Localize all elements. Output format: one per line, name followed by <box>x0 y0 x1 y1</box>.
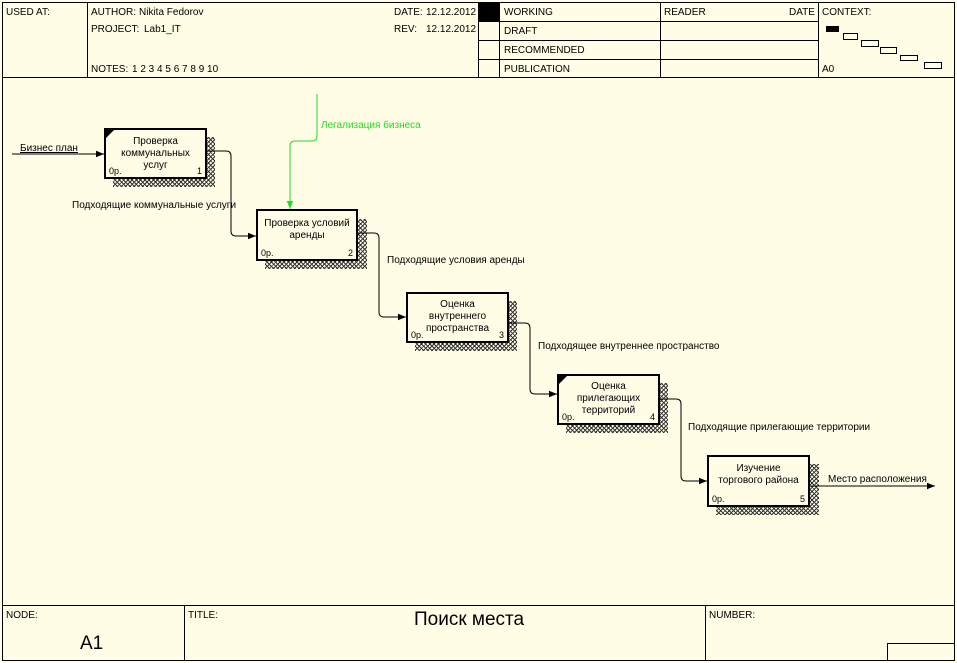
activity-3-cost: 0р. <box>411 330 424 340</box>
activity-4-number: 4 <box>649 412 655 422</box>
context-thumb-box-5 <box>900 55 918 61</box>
context-label: CONTEXT: <box>822 7 872 18</box>
activity-1-corner-mark <box>106 130 114 138</box>
context-thumbnail <box>822 22 952 70</box>
activity-box-4[interactable]: Оценка прилегающих территорий 0р. 4 <box>557 374 660 425</box>
footer-divider-number <box>705 605 706 661</box>
context-thumb-box-3 <box>861 40 879 47</box>
activity-1-cost: 0р. <box>109 166 122 176</box>
activity-4-label: Оценка прилегающих территорий <box>576 381 641 416</box>
activity-5-cost: 0р. <box>712 494 725 504</box>
activity-2-label: Проверка условий аренды <box>264 218 350 241</box>
activity-box-3[interactable]: Оценка внутреннего пространства 0р. 3 <box>406 292 509 343</box>
context-node-label: A0 <box>822 64 835 75</box>
activity-box-2[interactable]: Проверка условий аренды 0р. 2 <box>256 209 358 261</box>
activity-5-label: Изучение торгового района <box>718 463 799 486</box>
control-arrow-label: Легализация бизнеса <box>321 120 421 131</box>
flow-arrow-1-2[interactable] <box>207 150 256 240</box>
project-label: PROJECT: <box>91 24 140 35</box>
context-thumb-box-1 <box>826 26 839 32</box>
used-at-label: USED AT: <box>6 7 50 18</box>
author-label: AUTHOR: <box>91 7 136 18</box>
status-recommended: RECOMMENDED <box>504 45 585 56</box>
activity-5-number: 5 <box>799 494 805 504</box>
notes-label: NOTES: <box>91 64 129 75</box>
flow-arrow-2-3[interactable] <box>358 232 406 321</box>
flow-3-label: Подходящее внутреннее пространство <box>538 341 720 352</box>
header-divider-used-at <box>87 2 88 78</box>
status-row-line-3 <box>478 59 819 60</box>
control-arrow-legalization[interactable] <box>286 94 318 209</box>
number-label: NUMBER: <box>709 610 756 621</box>
diagram-area <box>2 78 955 605</box>
flow-4-label: Подходящие прилегающие территории <box>688 422 871 433</box>
status-row-line-2 <box>478 40 819 41</box>
flow-arrow-4-5[interactable] <box>660 398 707 485</box>
date-label: DATE: <box>394 7 423 18</box>
rev-label: REV: <box>394 24 417 35</box>
reader-date-label: DATE <box>789 7 815 18</box>
status-publication: PUBLICATION <box>504 64 570 75</box>
activity-3-number: 3 <box>498 330 504 340</box>
activity-4-corner-mark <box>559 376 567 384</box>
status-draft: DRAFT <box>504 26 538 37</box>
working-status-marker <box>479 3 499 21</box>
activity-box-5[interactable]: Изучение торгового района 0р. 5 <box>707 455 810 507</box>
node-label: NODE: <box>6 610 38 621</box>
rev-value: 12.12.2012 <box>426 24 477 35</box>
reader-label: READER <box>664 7 706 18</box>
footer-page-box <box>887 643 955 661</box>
flow-2-label: Подходящие условия аренды <box>387 255 525 266</box>
title-label: TITLE: <box>188 610 219 621</box>
activity-2-cost: 0р. <box>261 248 274 258</box>
status-working: WORKING <box>504 7 553 18</box>
context-thumb-box-2 <box>843 33 858 40</box>
project-value: Lab1_IT <box>144 24 181 35</box>
notes-value: 1 2 3 4 5 6 7 8 9 10 <box>132 64 219 75</box>
input-arrow-label: Бизнес план <box>20 143 78 154</box>
footer-frame <box>2 605 955 661</box>
activity-3-label: Оценка внутреннего пространства <box>425 299 490 334</box>
activity-1-label: Проверка коммунальных услуг <box>121 136 190 171</box>
output-arrow-label: Место расположения <box>828 474 927 485</box>
activity-4-cost: 0р. <box>562 412 575 422</box>
flow-1-label: Подходящие коммунальные услуги <box>72 200 237 211</box>
flow-arrow-3-4[interactable] <box>509 322 557 398</box>
author-value: Nikita Fedorov <box>139 7 204 18</box>
diagram-title: Поиск места <box>414 609 525 630</box>
activity-box-1[interactable]: Проверка коммунальных услуг 0р. 1 <box>104 128 207 179</box>
node-value: A1 <box>80 633 104 654</box>
activity-2-number: 2 <box>347 248 353 258</box>
date-value: 12.12.2012 <box>426 7 477 18</box>
status-row-line-1 <box>478 21 819 22</box>
activity-1-number: 1 <box>196 166 202 176</box>
footer-divider-node <box>184 605 185 661</box>
context-thumb-box-4 <box>880 47 897 54</box>
context-thumb-box-6 <box>924 62 942 69</box>
